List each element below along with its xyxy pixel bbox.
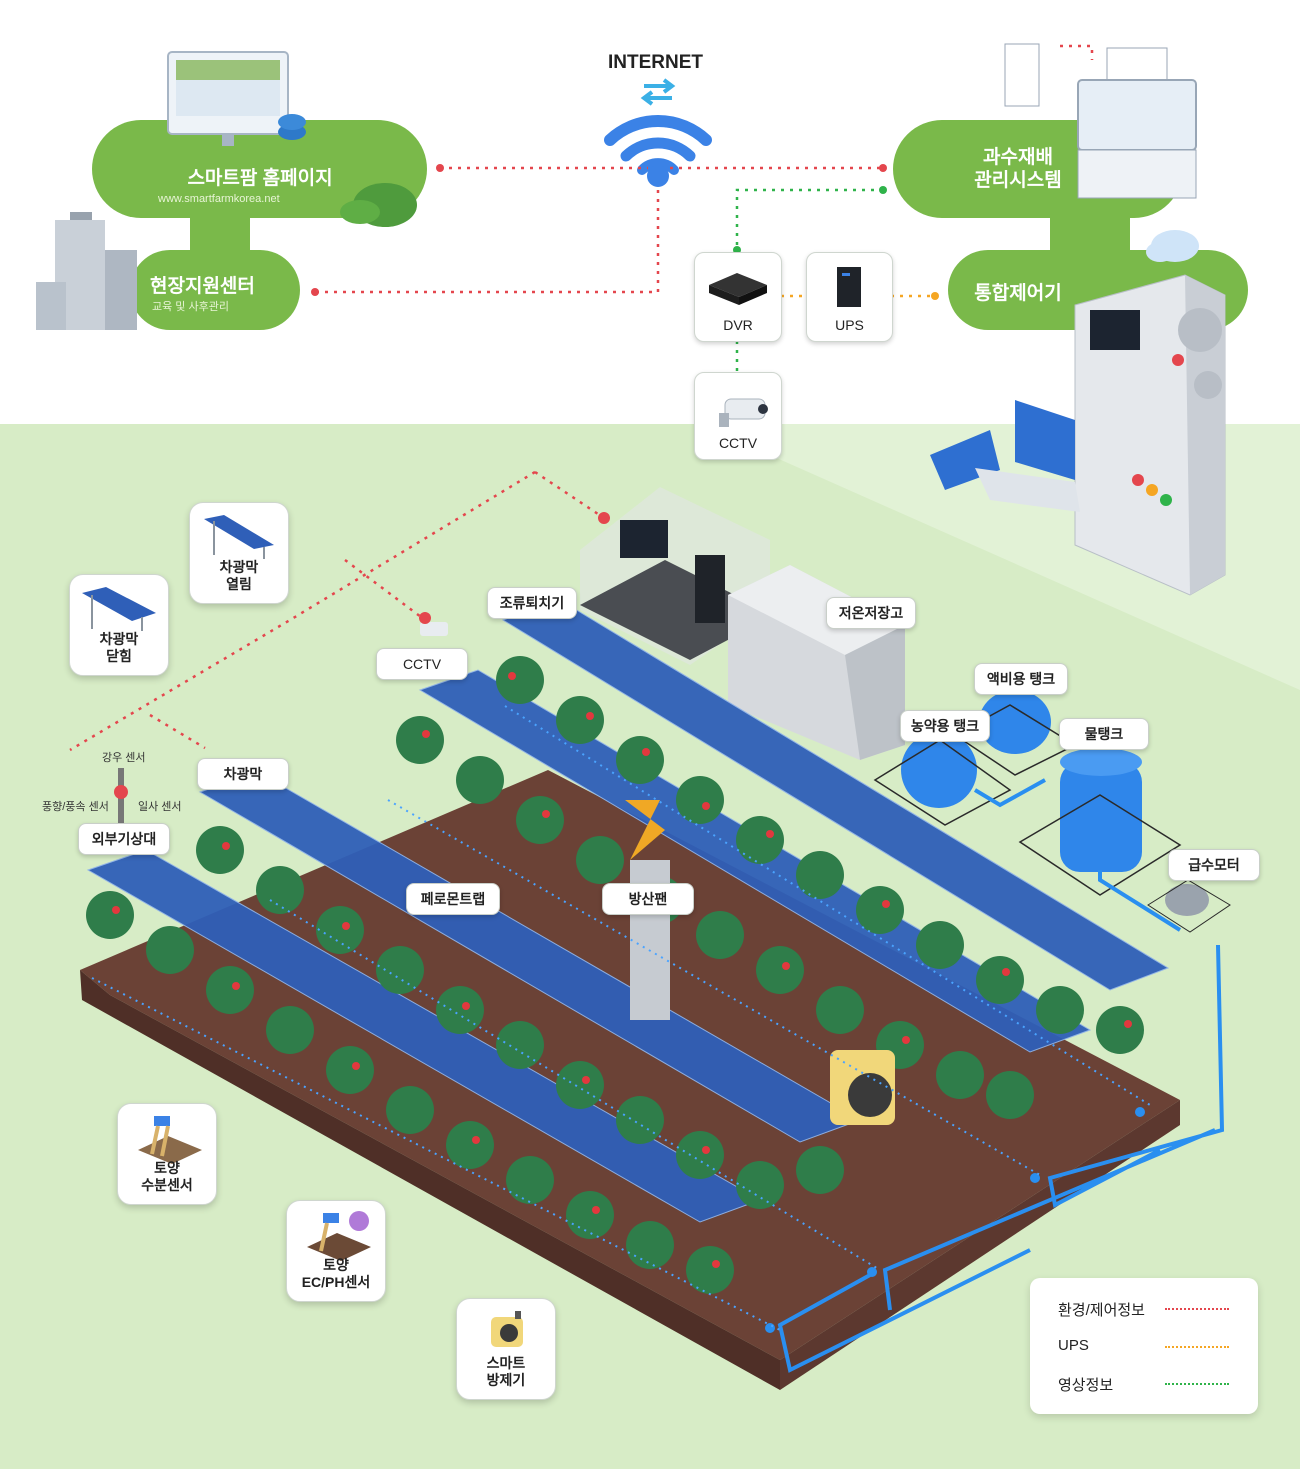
- frost-fan-tag: 방산팬: [602, 883, 694, 915]
- ups-box: UPS: [806, 252, 893, 342]
- smart-sprayer-icon: [491, 1311, 523, 1347]
- wifi-icon: [604, 114, 712, 175]
- smart-sprayer-label: 스마트 방제기: [486, 1355, 526, 1388]
- dvr-box: DVR: [694, 252, 782, 342]
- soil-ecph-card: 토양 EC/PH센서: [286, 1200, 386, 1302]
- bird-repeller-tag: 조류퇴치기: [487, 587, 577, 619]
- wind-sensor-label: 풍향/풍속 센서: [42, 801, 109, 813]
- cold-storage-tag: 저온저장고: [826, 597, 916, 629]
- controller-title: 통합제어기: [974, 283, 1062, 304]
- homepage-title[interactable]: 스마트팜 홈페이지: [187, 168, 333, 189]
- water-pump-tag: 급수모터: [1168, 849, 1260, 881]
- cctv-box: CCTV: [694, 372, 782, 460]
- legend-item-control-line: [1165, 1308, 1229, 1310]
- soil-moisture-label: 토양 수분센서: [141, 1160, 193, 1193]
- pesticide-tank-tag: 농약용 탱크: [900, 710, 990, 742]
- support-center-subtitle: 교육 및 사후관리: [152, 301, 229, 313]
- shade-open-label: 차광막 열림: [219, 559, 259, 592]
- ups-label: UPS: [835, 317, 864, 333]
- homepage-url[interactable]: www.smartfarmkorea.net: [158, 193, 280, 205]
- shade-open-card: 차광막 열림: [189, 502, 289, 604]
- orchard-system-title[interactable]: 과수재배 관리시스템: [974, 147, 1062, 191]
- soil-moisture-icon: [138, 1116, 202, 1164]
- legend-item-ups-line: [1165, 1346, 1229, 1348]
- solar-sensor-label: 일사 센서: [138, 801, 182, 813]
- smart-sprayer-card: 스마트 방제기: [456, 1298, 556, 1400]
- shade-closed-icon: [82, 587, 156, 631]
- cctv-box-label: CCTV: [718, 435, 758, 451]
- pheromone-trap-tag: 페로몬트랩: [406, 883, 500, 915]
- legend-item-video-line: [1165, 1383, 1229, 1385]
- soil-ecph-label: 토양 EC/PH센서: [301, 1257, 371, 1290]
- video-lines: [735, 188, 883, 372]
- ups-icon: [837, 267, 861, 307]
- rain-sensor-label: 강우 센서: [102, 752, 146, 764]
- apple-trees: [86, 656, 1144, 1294]
- soil-ecph-icon: [307, 1211, 371, 1261]
- cctv-icon: [719, 398, 768, 427]
- shade-closed-label: 차광막 닫힘: [99, 631, 139, 664]
- support-center-title: 현장지원센터: [150, 276, 255, 297]
- control-cabinet: [1074, 274, 1226, 596]
- cctv-tag: CCTV: [376, 648, 468, 680]
- soil-moisture-card: 토양 수분센서: [117, 1103, 217, 1205]
- nutrient-tank-tag: 액비용 탱크: [974, 663, 1068, 695]
- shade-closed-card: 차광막 닫힘: [69, 574, 169, 676]
- legend-item-video-label: 영상정보: [1058, 1377, 1114, 1394]
- legend-item-ups-label: UPS: [1058, 1337, 1089, 1354]
- dvr-label: DVR: [723, 317, 753, 333]
- shade-tag: 차광막: [197, 758, 289, 790]
- control-lines: [69, 44, 1094, 752]
- shade-open-icon: [204, 515, 274, 559]
- weather-station-tag: 외부기상대: [78, 823, 170, 855]
- city-buildings: [36, 212, 137, 330]
- dvr-icon: [709, 273, 767, 305]
- legend: 환경/제어정보 UPS 영상정보: [1030, 1278, 1258, 1414]
- legend-item-control-label: 환경/제어정보: [1058, 1302, 1145, 1319]
- internet-label: INTERNET: [608, 52, 703, 73]
- water-tank-tag: 물탱크: [1059, 718, 1149, 750]
